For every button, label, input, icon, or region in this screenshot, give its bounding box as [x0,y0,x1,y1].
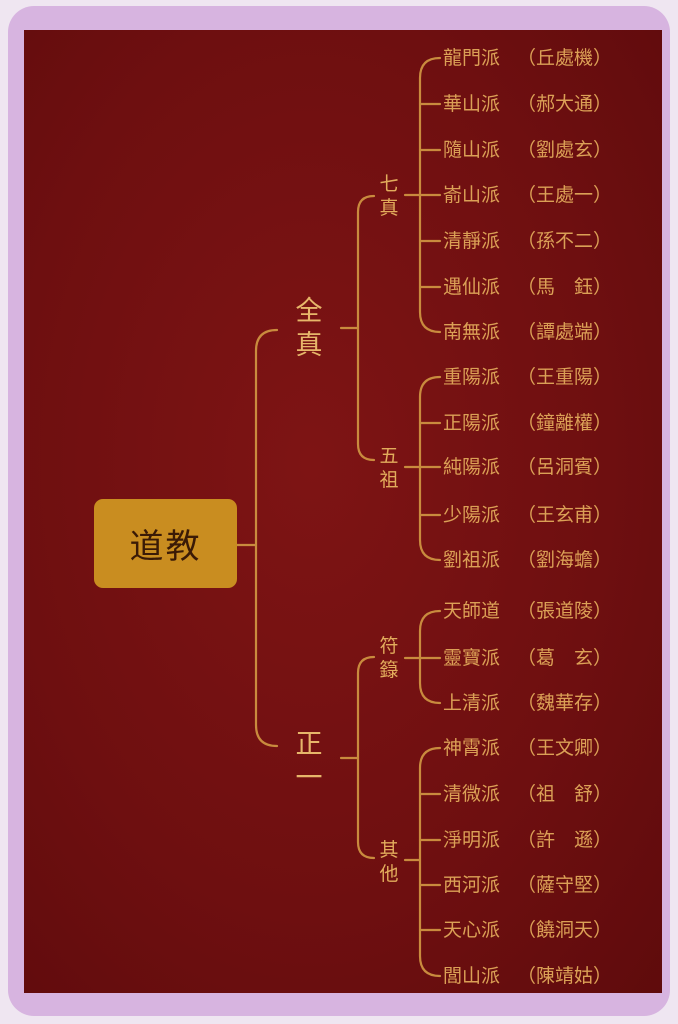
school-name: 西河派 [443,874,501,896]
branch-zhengyi: 正一 [295,729,323,794]
founder-name: （譚處端） [517,321,613,343]
founder-name: （鐘離權） [517,412,613,434]
leaf-item: 天心派 （饒洞天） [443,916,612,944]
school-name: 嵛山派 [443,184,501,206]
group-qizhen: 七真 [379,173,399,219]
school-name: 隨山派 [443,139,501,161]
school-name: 純陽派 [443,456,501,478]
founder-name: （魏華存） [517,692,613,714]
school-name: 閭山派 [443,965,501,987]
connector-quanzhen-bracket [356,194,376,462]
leaf-item: 清微派 （祖 舒） [443,780,612,808]
school-name: 龍門派 [443,47,501,69]
leaf-item: 龍門派 （丘處機） [443,44,612,72]
leaf-item: 隨山派 （劉處玄） [443,136,612,164]
founder-name: （張道陵） [517,600,613,622]
root-node: 道教 [94,499,237,588]
leaf-item: 淨明派 （許 遜） [443,826,612,854]
school-name: 劉祖派 [443,549,501,571]
leaf-item: 少陽派 （王玄甫） [443,501,612,529]
school-name: 重陽派 [443,366,501,388]
founder-name: （王處一） [517,184,613,206]
leaf-item: 上清派 （魏華存） [443,689,612,717]
leaf-item: 清靜派 （孫不二） [443,227,612,255]
founder-name: （祖 舒） [517,783,613,805]
founder-name: （孫不二） [517,230,613,252]
founder-name: （饒洞天） [517,919,613,941]
founder-name: （劉處玄） [517,139,613,161]
school-name: 清靜派 [443,230,501,252]
founder-name: （丘處機） [517,47,613,69]
leaf-item: 劉祖派 （劉海蟾） [443,546,612,574]
connector-zhengyi-bracket [356,655,376,860]
founder-name: （王文卿） [517,737,613,759]
leaf-item: 重陽派 （王重陽） [443,363,612,391]
school-name: 神霄派 [443,737,501,759]
group-wuzu: 五祖 [379,445,399,491]
connector-root-bracket [254,328,279,748]
leaf-item: 南無派 （譚處端） [443,318,612,346]
school-name: 靈寶派 [443,647,501,669]
leaf-item: 天師道 （張道陵） [443,597,612,625]
connector-wuzu-bracket [418,375,442,562]
founder-name: （劉海蟾） [517,549,613,571]
founder-name: （葛 玄） [517,647,613,669]
school-name: 正陽派 [443,412,501,434]
leaf-item: 西河派 （薩守堅） [443,871,612,899]
leaf-item: 神霄派 （王文卿） [443,734,612,762]
founder-name: （呂洞賓） [517,456,613,478]
founder-name: （王重陽） [517,366,613,388]
founder-name: （陳靖姑） [517,965,613,987]
school-name: 少陽派 [443,504,501,526]
school-name: 上清派 [443,692,501,714]
school-name: 天心派 [443,919,501,941]
leaf-item: 華山派 （郝大通） [443,90,612,118]
leaf-item: 閭山派 （陳靖姑） [443,962,612,990]
group-qita: 其他 [379,839,399,885]
founder-name: （王玄甫） [517,504,613,526]
leaf-item: 靈寶派 （葛 玄） [443,644,612,672]
school-name: 淨明派 [443,829,501,851]
school-name: 南無派 [443,321,501,343]
connector-qita-bracket [418,746,442,978]
branch-quanzhen: 全真 [295,296,323,361]
founder-name: （許 遜） [517,829,613,851]
founder-name: （薩守堅） [517,874,613,896]
group-fulu: 符籙 [379,635,399,681]
founder-name: （馬 鈺） [517,276,613,298]
founder-name: （郝大通） [517,93,613,115]
school-name: 清微派 [443,783,501,805]
school-name: 遇仙派 [443,276,501,298]
leaf-item: 純陽派 （呂洞賓） [443,453,612,481]
leaf-item: 遇仙派 （馬 鈺） [443,273,612,301]
leaf-item: 嵛山派 （王處一） [443,181,612,209]
school-name: 天師道 [443,600,501,622]
school-name: 華山派 [443,93,501,115]
leaf-item: 正陽派 （鐘離權） [443,409,612,437]
